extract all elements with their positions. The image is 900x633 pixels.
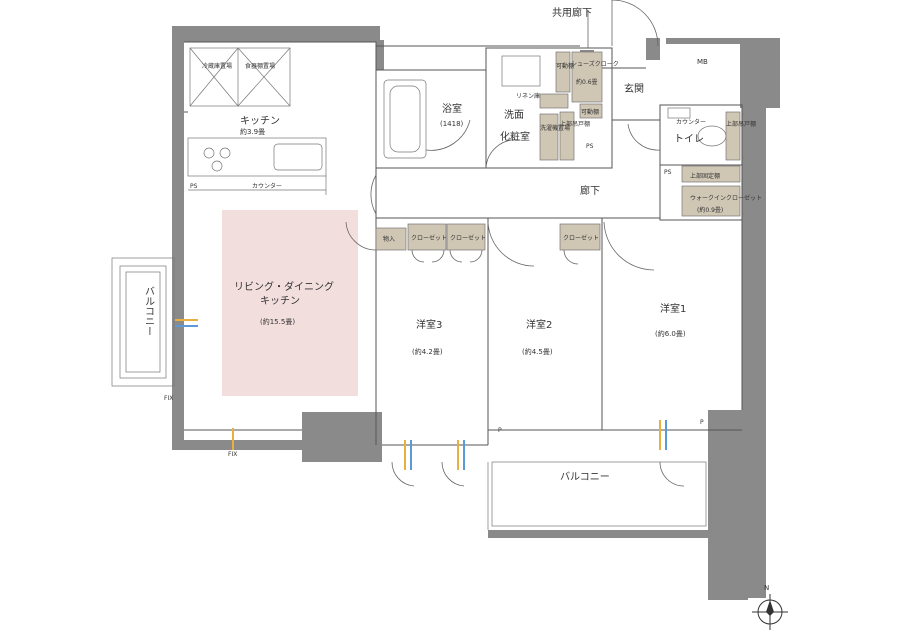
north-label: N [764,584,769,592]
cabinets [375,51,741,251]
bath-label: 浴室 [442,102,462,115]
kitchen-label: キッチン [240,115,280,127]
side-balcony-label: バルコニー [143,286,155,336]
ldk-label-1: リビング・ダイニング [234,280,334,293]
washer-label: 洗濯機置場 [540,124,570,132]
structural-walls [172,26,780,600]
washroom-label: 洗面 [504,109,524,121]
kitchen-size-label: 約3.9畳 [240,127,265,136]
ldk-label-2: キッチン [260,295,300,307]
counter-label: カウンター [252,182,282,190]
room2-size-label: (約4.5畳) [522,347,553,356]
walkin-label: ウォークインクローゼット [690,194,762,202]
room3-label: 洋室3 [416,318,442,331]
common-corridor-label: 共用廊下 [552,6,592,19]
toilet-label: トイレ [674,134,704,145]
toilet-upper-cabinet-label: 上部吊戸棚 [726,120,756,128]
north-compass-icon [752,594,788,630]
bath-size-label: (1418) [440,120,464,128]
toilet-counter-label: カウンター [676,118,706,126]
hallway-label: 廊下 [580,184,600,197]
balcony-label: バルコニー [560,471,610,483]
room1-size-label: (約6.0畳) [655,329,686,338]
fridge-label: 冷蔵庫置場 [202,62,232,70]
upper-fixed-label: 上部固定棚 [690,172,720,180]
closet-label-3: クローゼット [563,234,599,242]
ldk-highlight [222,210,358,396]
room2-label: 洋室2 [526,318,552,331]
movable-shelf-label: 可動棚 [556,62,574,70]
parking-label-2: P [700,419,704,426]
doors [345,0,685,487]
appliance-space-marks [189,47,291,107]
mb-label: MB [697,58,708,66]
fix-label-bottom: FIX [228,451,237,458]
walkin-size-label: (約0.9畳) [697,206,723,214]
dishwasher-label: 食器棚置場 [245,62,275,70]
fix-label-side: FIX [164,395,173,402]
aircon-markers-icon [175,319,667,470]
interior-walls [111,41,743,530]
entrance-label: 玄関 [624,82,644,95]
linen-label: リネン庫 [516,92,540,100]
ps-label-toilet: PS [664,169,672,176]
ps-label-wash: PS [586,143,594,150]
room1-label: 洋室1 [660,302,686,315]
storage-label: 物入 [383,235,395,243]
ps-label-kitchen: PS [190,183,198,190]
parking-label-1: P [498,427,502,434]
stove-burners-icon [203,147,231,172]
ldk-size-label: (約15.5畳) [260,317,295,326]
movable-shelf-label-2: 可動棚 [581,108,599,116]
shoes-closet-label: シューズクローク [571,60,619,68]
closet-label-1: クローゼット [411,234,447,242]
closet-label-2: クローゼット [450,234,486,242]
shoes-size-label: 約0.6畳 [576,78,598,86]
powder-room-label: 化粧室 [500,130,530,143]
room3-size-label: (約4.2畳) [412,347,443,356]
upper-cabinet-label: 上部吊戸棚 [560,120,590,128]
